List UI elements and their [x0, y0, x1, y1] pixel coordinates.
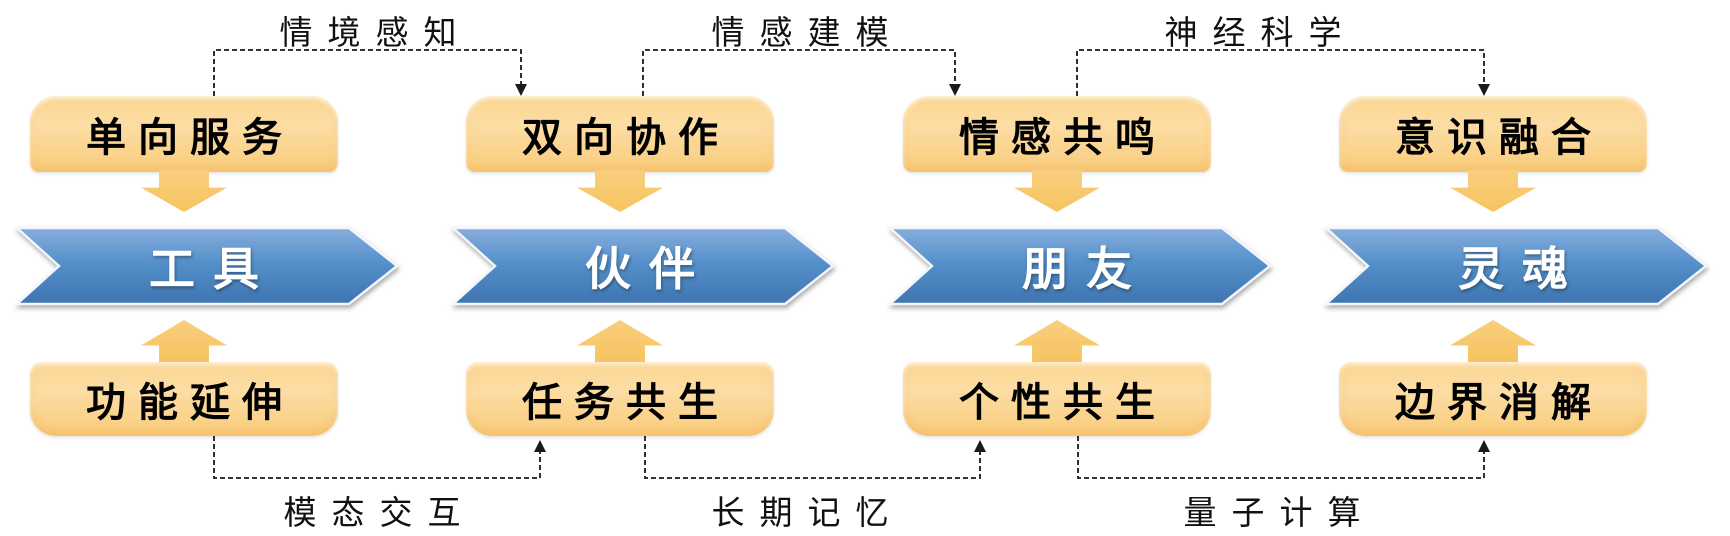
stage-1-top-box: 单向服务 [30, 96, 338, 172]
stage-3-chevron-label: 朋友 [1022, 243, 1150, 295]
stage-1: 单向服务 工具 功能延伸 [0, 0, 400, 536]
chevron-arrow [15, 224, 399, 308]
stage-1-bottom-box: 功能延伸 [30, 362, 338, 436]
chevron-arrow [451, 224, 835, 308]
arrow-up-icon [141, 320, 227, 364]
bottom-connector-label-2: 长期记忆 [711, 496, 904, 532]
stage-4-chevron-label: 灵魂 [1458, 243, 1586, 295]
stage-2-chevron-label: 伙伴 [585, 243, 713, 295]
bottom-connector-label-3: 量子计算 [1183, 496, 1376, 532]
bottom-connector-label-1: 模态交互 [283, 496, 476, 532]
chevron-arrow [1324, 224, 1708, 308]
stage-4-bottom-box: 边界消解 [1339, 362, 1647, 436]
stage-3-top-box: 情感共鸣 [903, 96, 1211, 172]
stage-3: 情感共鸣 朋友 个性共生 [841, 0, 1273, 536]
stage-3-bottom-box: 个性共生 [903, 362, 1211, 436]
stage-1-chevron-label: 工具 [149, 243, 277, 295]
arrow-down-icon [1014, 170, 1100, 212]
arrow-up-icon [1450, 320, 1536, 364]
arrow-up-icon [1014, 320, 1100, 364]
arrow-down-icon [1450, 170, 1536, 212]
arrow-up-icon [577, 320, 663, 364]
stage-2-bottom-box: 任务共生 [466, 362, 774, 436]
stage-4-top-box: 意识融合 [1339, 96, 1647, 172]
arrow-down-icon [577, 170, 663, 212]
top-connector-label-2: 情感建模 [711, 16, 904, 52]
arrow-down-icon [141, 170, 227, 212]
stage-2-top-box: 双向协作 [466, 96, 774, 172]
chevron-arrow [888, 224, 1272, 308]
stage-4: 意识融合 灵魂 边界消解 [1277, 0, 1709, 536]
top-connector-label-3: 神经科学 [1164, 16, 1357, 52]
stage-2: 双向协作 伙伴 任务共生 [404, 0, 836, 536]
top-connector-label-1: 情境感知 [279, 16, 472, 52]
